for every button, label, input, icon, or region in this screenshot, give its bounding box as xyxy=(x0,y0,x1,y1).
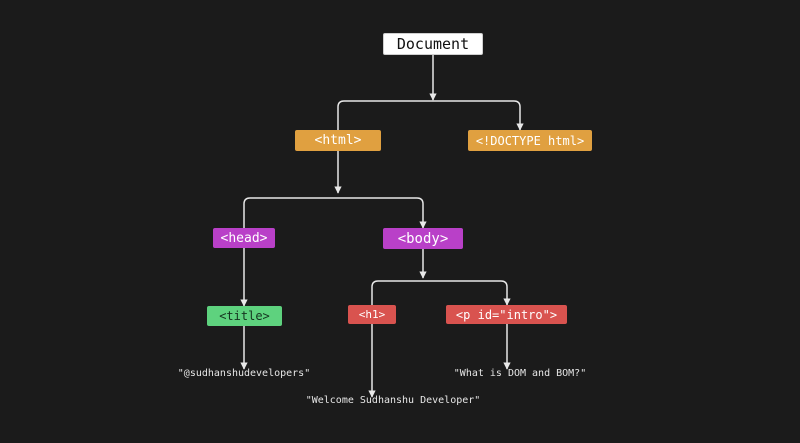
node-doctype: <!DOCTYPE html> xyxy=(468,130,592,151)
link-body-children xyxy=(371,280,511,306)
node-p-intro: <p id="intro"> xyxy=(446,305,567,324)
node-body: <body> xyxy=(383,228,463,249)
node-document: Document xyxy=(383,33,483,55)
node-h1: <h1> xyxy=(348,305,396,324)
text-node-h1: "Welcome Sudhanshu Developer" xyxy=(305,395,481,406)
node-title: <title> xyxy=(207,306,282,326)
link-html-children xyxy=(243,197,427,229)
node-html: <html> xyxy=(295,130,381,151)
text-node-title: "@sudhanshudevelopers" xyxy=(177,368,311,379)
node-head: <head> xyxy=(213,228,275,248)
text-node-p: "What is DOM and BOM?" xyxy=(453,368,587,379)
link-document-html xyxy=(337,100,524,131)
